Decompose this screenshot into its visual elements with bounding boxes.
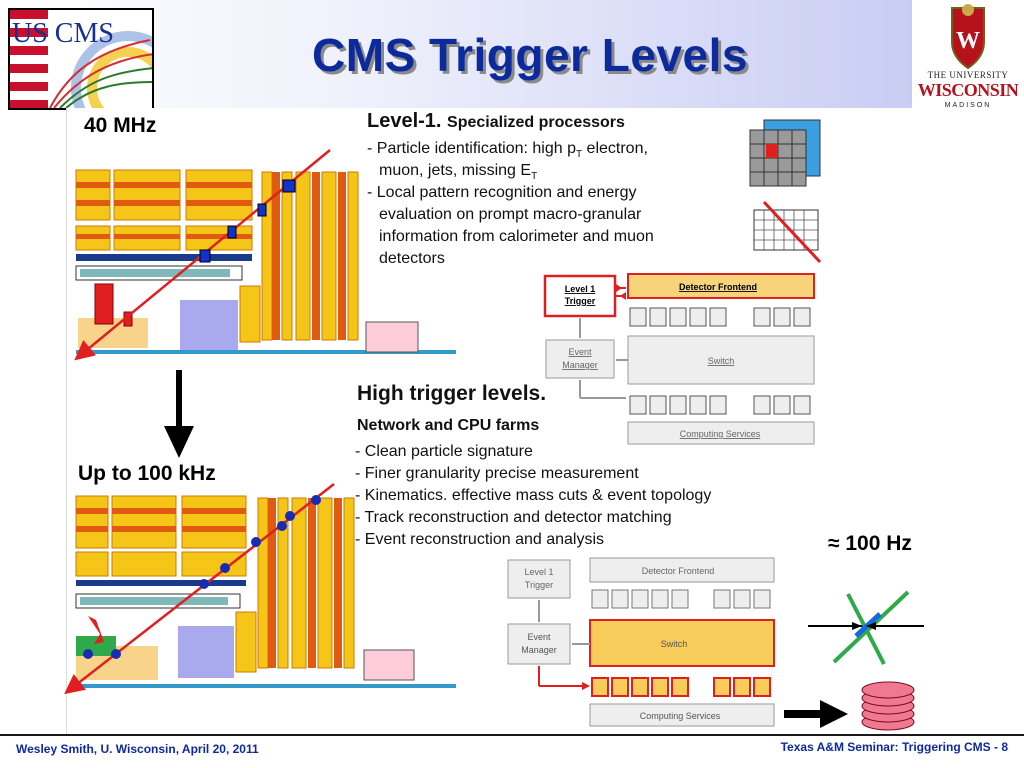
level1-bullet-1: - Particle identification: high pT elect… xyxy=(367,138,648,166)
rate-middle-label: Up to 100 kHz xyxy=(78,462,216,485)
uw-line-madison: MADISON xyxy=(944,102,992,109)
uw-crest-icon: W xyxy=(951,4,985,70)
level1-bullet-2b: evaluation on prompt macro-granular xyxy=(379,206,642,223)
pt-subscript: T xyxy=(576,149,583,161)
level1-heading-text: Level-1. xyxy=(367,110,442,132)
uw-line-university: THE UNIVERSITY xyxy=(927,70,1009,80)
footer-seminar: Texas A&M Seminar: Triggering CMS - 8 xyxy=(780,740,1008,754)
hlt-bullet-4: - Track reconstruction and detector matc… xyxy=(355,509,672,526)
level1-bullet-2: - Local pattern recognition and energy xyxy=(367,184,637,201)
level1-bullet-1-text: - Particle identification: high p xyxy=(367,140,576,157)
level1-bullet-1-tail: electron, xyxy=(582,140,648,157)
level1-bullet-1b: muon, jets, missing ET xyxy=(379,160,537,188)
flag-stripes xyxy=(10,10,48,108)
et-subscript: T xyxy=(531,171,538,183)
hlt-heading: High trigger levels. xyxy=(357,382,547,405)
hlt-bullet-2: - Finer granularity precise measurement xyxy=(355,465,639,482)
rate-top-label: 40 MHz xyxy=(84,114,157,137)
hlt-bullet-1: - Clean particle signature xyxy=(355,443,533,460)
level1-bullet-1b-text: muon, jets, missing E xyxy=(379,162,532,179)
uw-crest-letter: W xyxy=(956,28,980,54)
level1-heading: Level-1. Specialized processors xyxy=(367,110,625,134)
slide-title: CMS Trigger Levels xyxy=(312,29,748,81)
uw-logo: W THE UNIVERSITY WISCONSIN MADISON xyxy=(912,2,1024,114)
uscms-logo-graphic: US CMS xyxy=(10,10,152,108)
level1-bullet-2d: detectors xyxy=(379,250,445,267)
uw-line-wisconsin: WISCONSIN xyxy=(917,80,1019,100)
level1-bullet-2c: information from calorimeter and muon xyxy=(379,228,654,245)
hlt-subheading: Network and CPU farms xyxy=(357,417,540,434)
footer-author: Wesley Smith, U. Wisconsin, April 20, 20… xyxy=(16,742,259,756)
uscms-logo-text: US CMS xyxy=(12,18,114,49)
hlt-bullet-3: - Kinematics. effective mass cuts & even… xyxy=(355,487,712,504)
uscms-logo: US CMS xyxy=(8,8,154,110)
rate-final-label: ≈ 100 Hz xyxy=(828,532,912,555)
footer-divider xyxy=(0,734,1024,736)
hlt-bullet-5: - Event reconstruction and analysis xyxy=(355,531,605,548)
level1-subheading: Specialized processors xyxy=(447,114,625,131)
